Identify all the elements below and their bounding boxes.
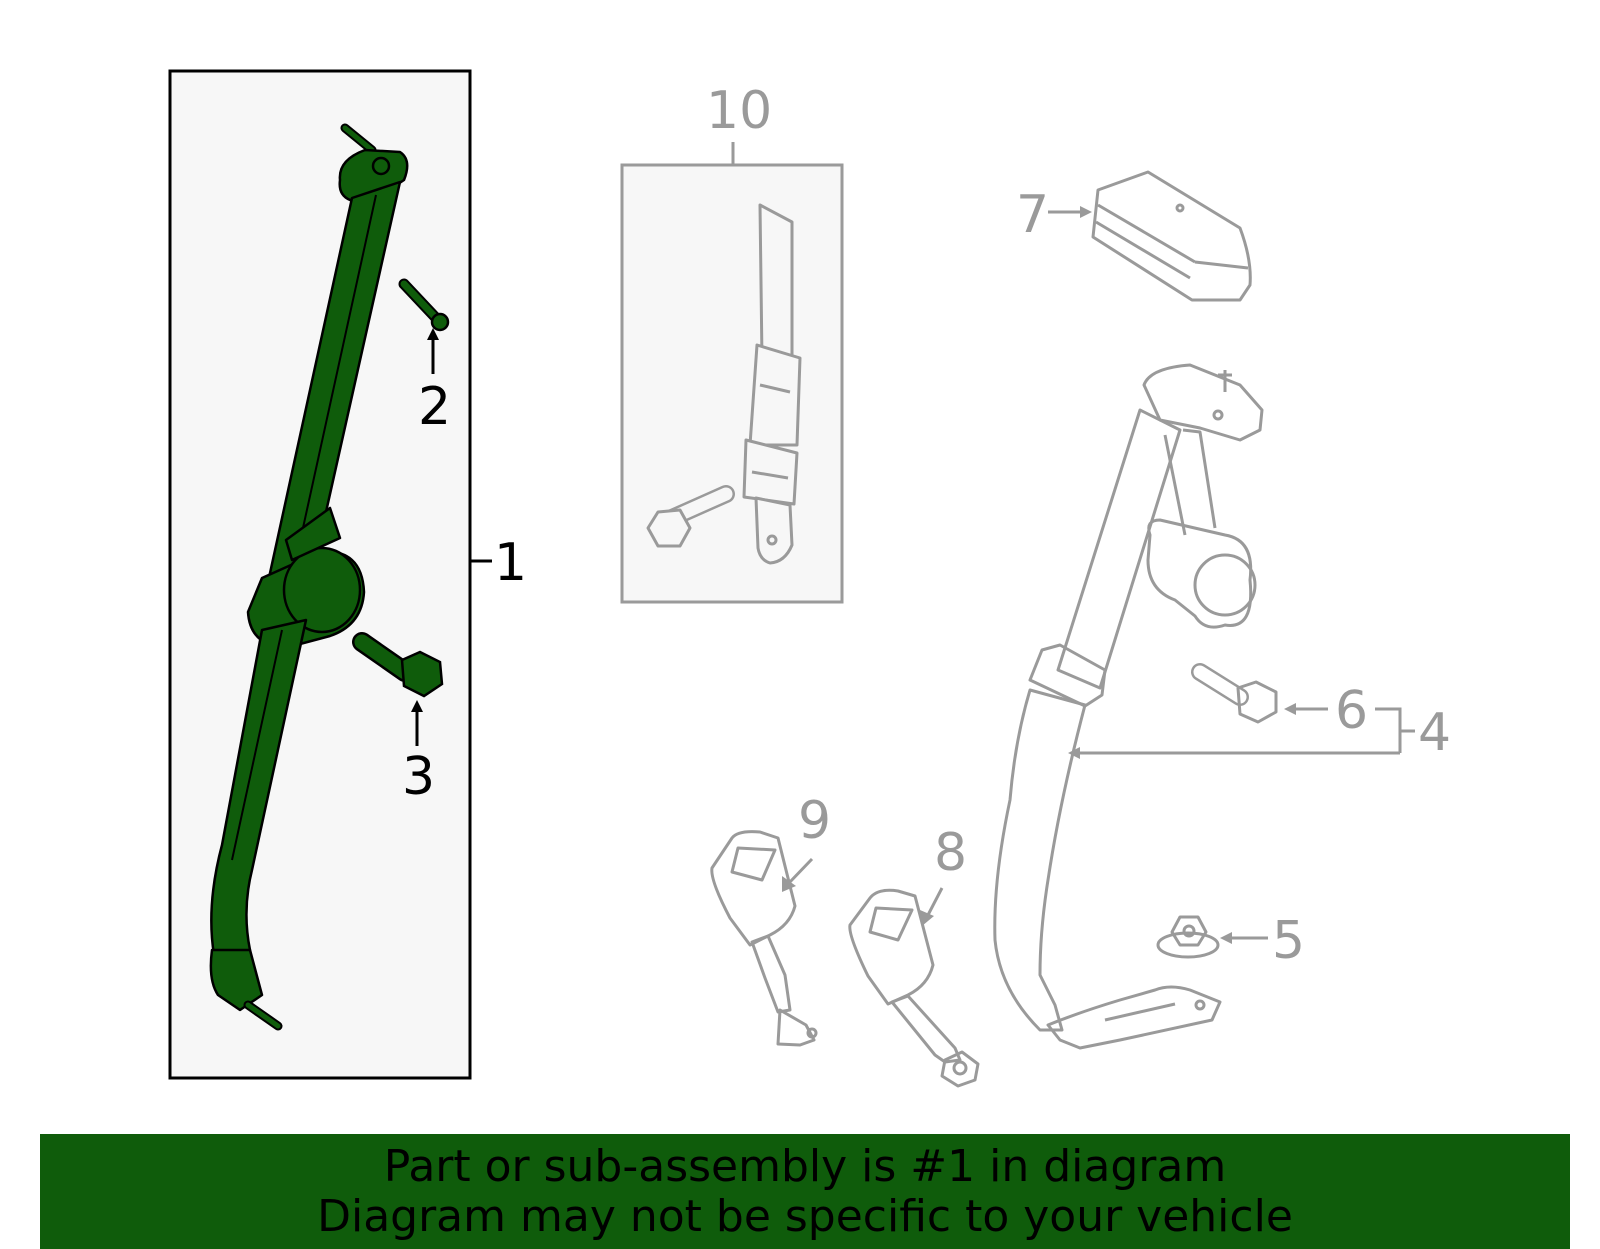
part-2-arrowhead [427, 328, 439, 340]
callout-7: 7 [1016, 185, 1049, 245]
part-9-buckle-icon[interactable] [710, 830, 818, 1047]
callout-1: 1 [494, 533, 527, 593]
part-6-bolt-icon[interactable] [1191, 663, 1278, 724]
callout-5: 5 [1272, 911, 1305, 971]
callout-9: 9 [798, 791, 831, 851]
part-5-nut-icon[interactable] [1156, 915, 1220, 959]
part-9-leader [786, 857, 814, 886]
callout-4: 4 [1418, 703, 1451, 763]
part-2-bolt-icon[interactable] [398, 278, 450, 332]
part-7-arrowhead [1080, 206, 1092, 218]
part-3-arrowhead [411, 700, 423, 712]
part-3-bolt-icon[interactable] [352, 632, 444, 698]
banner-line-1: Part or sub-assembly is #1 in diagram [383, 1141, 1227, 1192]
callout-10: 10 [706, 81, 772, 141]
part-8-arrowhead [920, 910, 934, 926]
part-10-guide-icon[interactable] [646, 203, 802, 565]
part-6-arrowhead [1284, 703, 1296, 715]
parts-diagram: 1 2 3 10 7 [168, 69, 1451, 1088]
part-5-arrowhead [1220, 932, 1232, 944]
part-8-leader [926, 887, 944, 916]
part-8-buckle-icon[interactable] [848, 888, 980, 1088]
callout-3: 3 [402, 747, 435, 807]
banner-line-2: Diagram may not be specific to your vehi… [317, 1191, 1293, 1242]
part-9-arrowhead [782, 876, 796, 892]
part-4-rear-belt-icon[interactable] [993, 363, 1264, 1050]
part-7-retractor-cover-icon[interactable] [1091, 170, 1252, 302]
callout-6: 6 [1335, 681, 1368, 741]
callout-2: 2 [418, 377, 451, 437]
part-4-arrowhead [1068, 747, 1080, 759]
info-banner: Part or sub-assembly is #1 in diagram Di… [40, 1134, 1570, 1249]
part-4-bracket [1375, 707, 1415, 753]
seat-belt-assembly-icon[interactable] [209, 123, 409, 1031]
callout-8: 8 [934, 823, 967, 883]
